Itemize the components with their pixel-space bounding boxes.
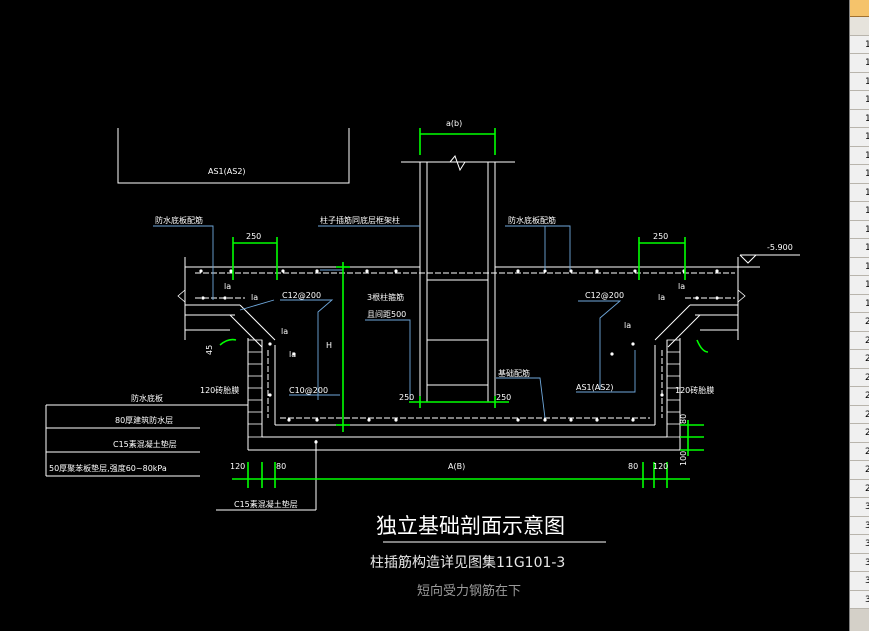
labels: a(b) AS1(AS2) 防水底板配筋 柱子插筋同底层框架柱 防水底板配筋 2…	[49, 119, 793, 509]
label-120-left: 120	[230, 462, 245, 471]
top-reference-box	[117, 128, 350, 184]
sheet-row-header[interactable]: 3	[850, 553, 869, 572]
label-80-bottom-right: 80	[628, 462, 638, 471]
sheet-row-header[interactable]	[850, 17, 869, 36]
sheet-row-header[interactable]: 1	[850, 128, 869, 147]
label-ab: a(b)	[446, 119, 462, 128]
label-la-7: la	[624, 321, 631, 330]
label-h: H	[326, 341, 332, 350]
label-ab-dim: A(B)	[448, 462, 465, 471]
label-250-center-left: 250	[399, 393, 414, 402]
label-la-4: la	[289, 350, 296, 359]
sheet-row-header[interactable]: 1	[850, 202, 869, 221]
label-brick-left: 120砖胎膜	[200, 385, 239, 395]
sheet-row-header[interactable]: 1	[850, 35, 869, 54]
label-zhuzi: 柱子插筋同底层框架柱	[320, 215, 400, 225]
sheet-row-header[interactable]: 2	[850, 405, 869, 424]
leader-lines	[153, 225, 636, 419]
label-brick-right: 120砖胎膜	[675, 385, 714, 395]
label-250-center-right: 250	[496, 393, 511, 402]
sheet-row-header[interactable]: 1	[850, 294, 869, 313]
title-block: 独立基础剖面示意图 柱插筋构造详见图集11G101-3 短向受力钢筋在下	[370, 514, 565, 599]
sheet-row-header[interactable]: 3	[850, 516, 869, 535]
sheet-row-header[interactable]: 2	[850, 350, 869, 369]
page-note: 短向受力钢筋在下	[417, 583, 521, 599]
label-layer-1: 防水底板	[131, 393, 163, 403]
sheet-row-header[interactable]: 2	[850, 368, 869, 387]
label-c12-left: C12@200	[282, 291, 321, 300]
sheet-corner-cell[interactable]	[850, 0, 869, 17]
break-mark	[449, 155, 466, 172]
structure-lines	[45, 128, 800, 543]
sheet-row-header[interactable]: 1	[850, 146, 869, 165]
label-jichu: 基础配筋	[498, 368, 530, 378]
sheet-row-header[interactable]: 3	[850, 498, 869, 517]
spreadsheet-row-panel[interactable]: 1111111111111112222222222333333	[849, 0, 869, 631]
page-subtitle: 柱插筋构造详见图集11G101-3	[370, 554, 565, 571]
label-layer-2: 80厚建筑防水层	[115, 415, 173, 425]
label-elevation: -5.900	[767, 243, 793, 252]
rebar-dots	[199, 269, 719, 444]
sheet-row-header[interactable]: 1	[850, 220, 869, 239]
sheet-row-header[interactable]: 2	[850, 479, 869, 498]
sheet-row-header[interactable]: 1	[850, 239, 869, 258]
label-la-5: la	[658, 293, 665, 302]
label-100-right: 100	[679, 451, 688, 466]
sheet-row-header[interactable]: 2	[850, 313, 869, 332]
brick-walls	[247, 339, 681, 438]
label-80-left: 80	[276, 462, 286, 471]
label-as1-top: AS1(AS2)	[208, 167, 246, 176]
sheet-row-header[interactable]: 1	[850, 109, 869, 128]
label-250-right: 250	[653, 232, 668, 241]
sheet-row-header[interactable]: 1	[850, 54, 869, 73]
sheet-row-header[interactable]: 2	[850, 331, 869, 350]
label-250-left: 250	[246, 232, 261, 241]
cad-canvas[interactable]: a(b) AS1(AS2) 防水底板配筋 柱子插筋同底层框架柱 防水底板配筋 2…	[0, 0, 849, 631]
sheet-row-header[interactable]: 3	[850, 535, 869, 554]
label-la-2: la	[251, 293, 258, 302]
sheet-row-header[interactable]: 2	[850, 387, 869, 406]
sheet-row-header[interactable]: 3	[850, 590, 869, 609]
label-la-1: la	[224, 282, 231, 291]
label-c10: C10@200	[289, 386, 328, 395]
label-fangshui-right: 防水底板配筋	[508, 215, 556, 225]
sheet-row-header[interactable]: 1	[850, 91, 869, 110]
dimension-lines	[219, 128, 709, 488]
label-fangshui-left: 防水底板配筋	[155, 215, 203, 225]
label-80-right: 80	[679, 414, 688, 424]
sheet-row-header[interactable]: 3	[850, 572, 869, 591]
sheet-row-header[interactable]: 1	[850, 183, 869, 202]
label-gujin: 3根柱箍筋	[367, 292, 404, 302]
page-title: 独立基础剖面示意图	[376, 514, 565, 538]
sheet-row-headers: 1111111111111112222222222333333	[850, 17, 869, 609]
label-c12-right: C12@200	[585, 291, 624, 300]
sheet-row-header[interactable]: 2	[850, 424, 869, 443]
label-45: 45	[205, 345, 214, 355]
sheet-row-header[interactable]: 1	[850, 165, 869, 184]
label-c15-bottom: C15素混凝土垫层	[234, 499, 298, 509]
sheet-row-header[interactable]: 1	[850, 257, 869, 276]
sheet-row-header[interactable]: 1	[850, 72, 869, 91]
label-120-bottom-right: 120	[653, 462, 668, 471]
label-jianju: 且间距500	[367, 310, 406, 319]
sheet-row-header[interactable]: 2	[850, 461, 869, 480]
sheet-row-header[interactable]: 1	[850, 276, 869, 295]
label-la-3: la	[281, 327, 288, 336]
label-as1-right: AS1(AS2)	[576, 383, 614, 392]
label-la-6: la	[678, 282, 685, 291]
foundation-section-drawing: a(b) AS1(AS2) 防水底板配筋 柱子插筋同底层框架柱 防水底板配筋 2…	[45, 119, 800, 599]
sheet-row-header[interactable]: 2	[850, 442, 869, 461]
label-layer-4: 50厚聚苯板垫层,强度60~80kPa	[49, 463, 167, 473]
label-layer-3: C15素混凝土垫层	[113, 439, 177, 449]
